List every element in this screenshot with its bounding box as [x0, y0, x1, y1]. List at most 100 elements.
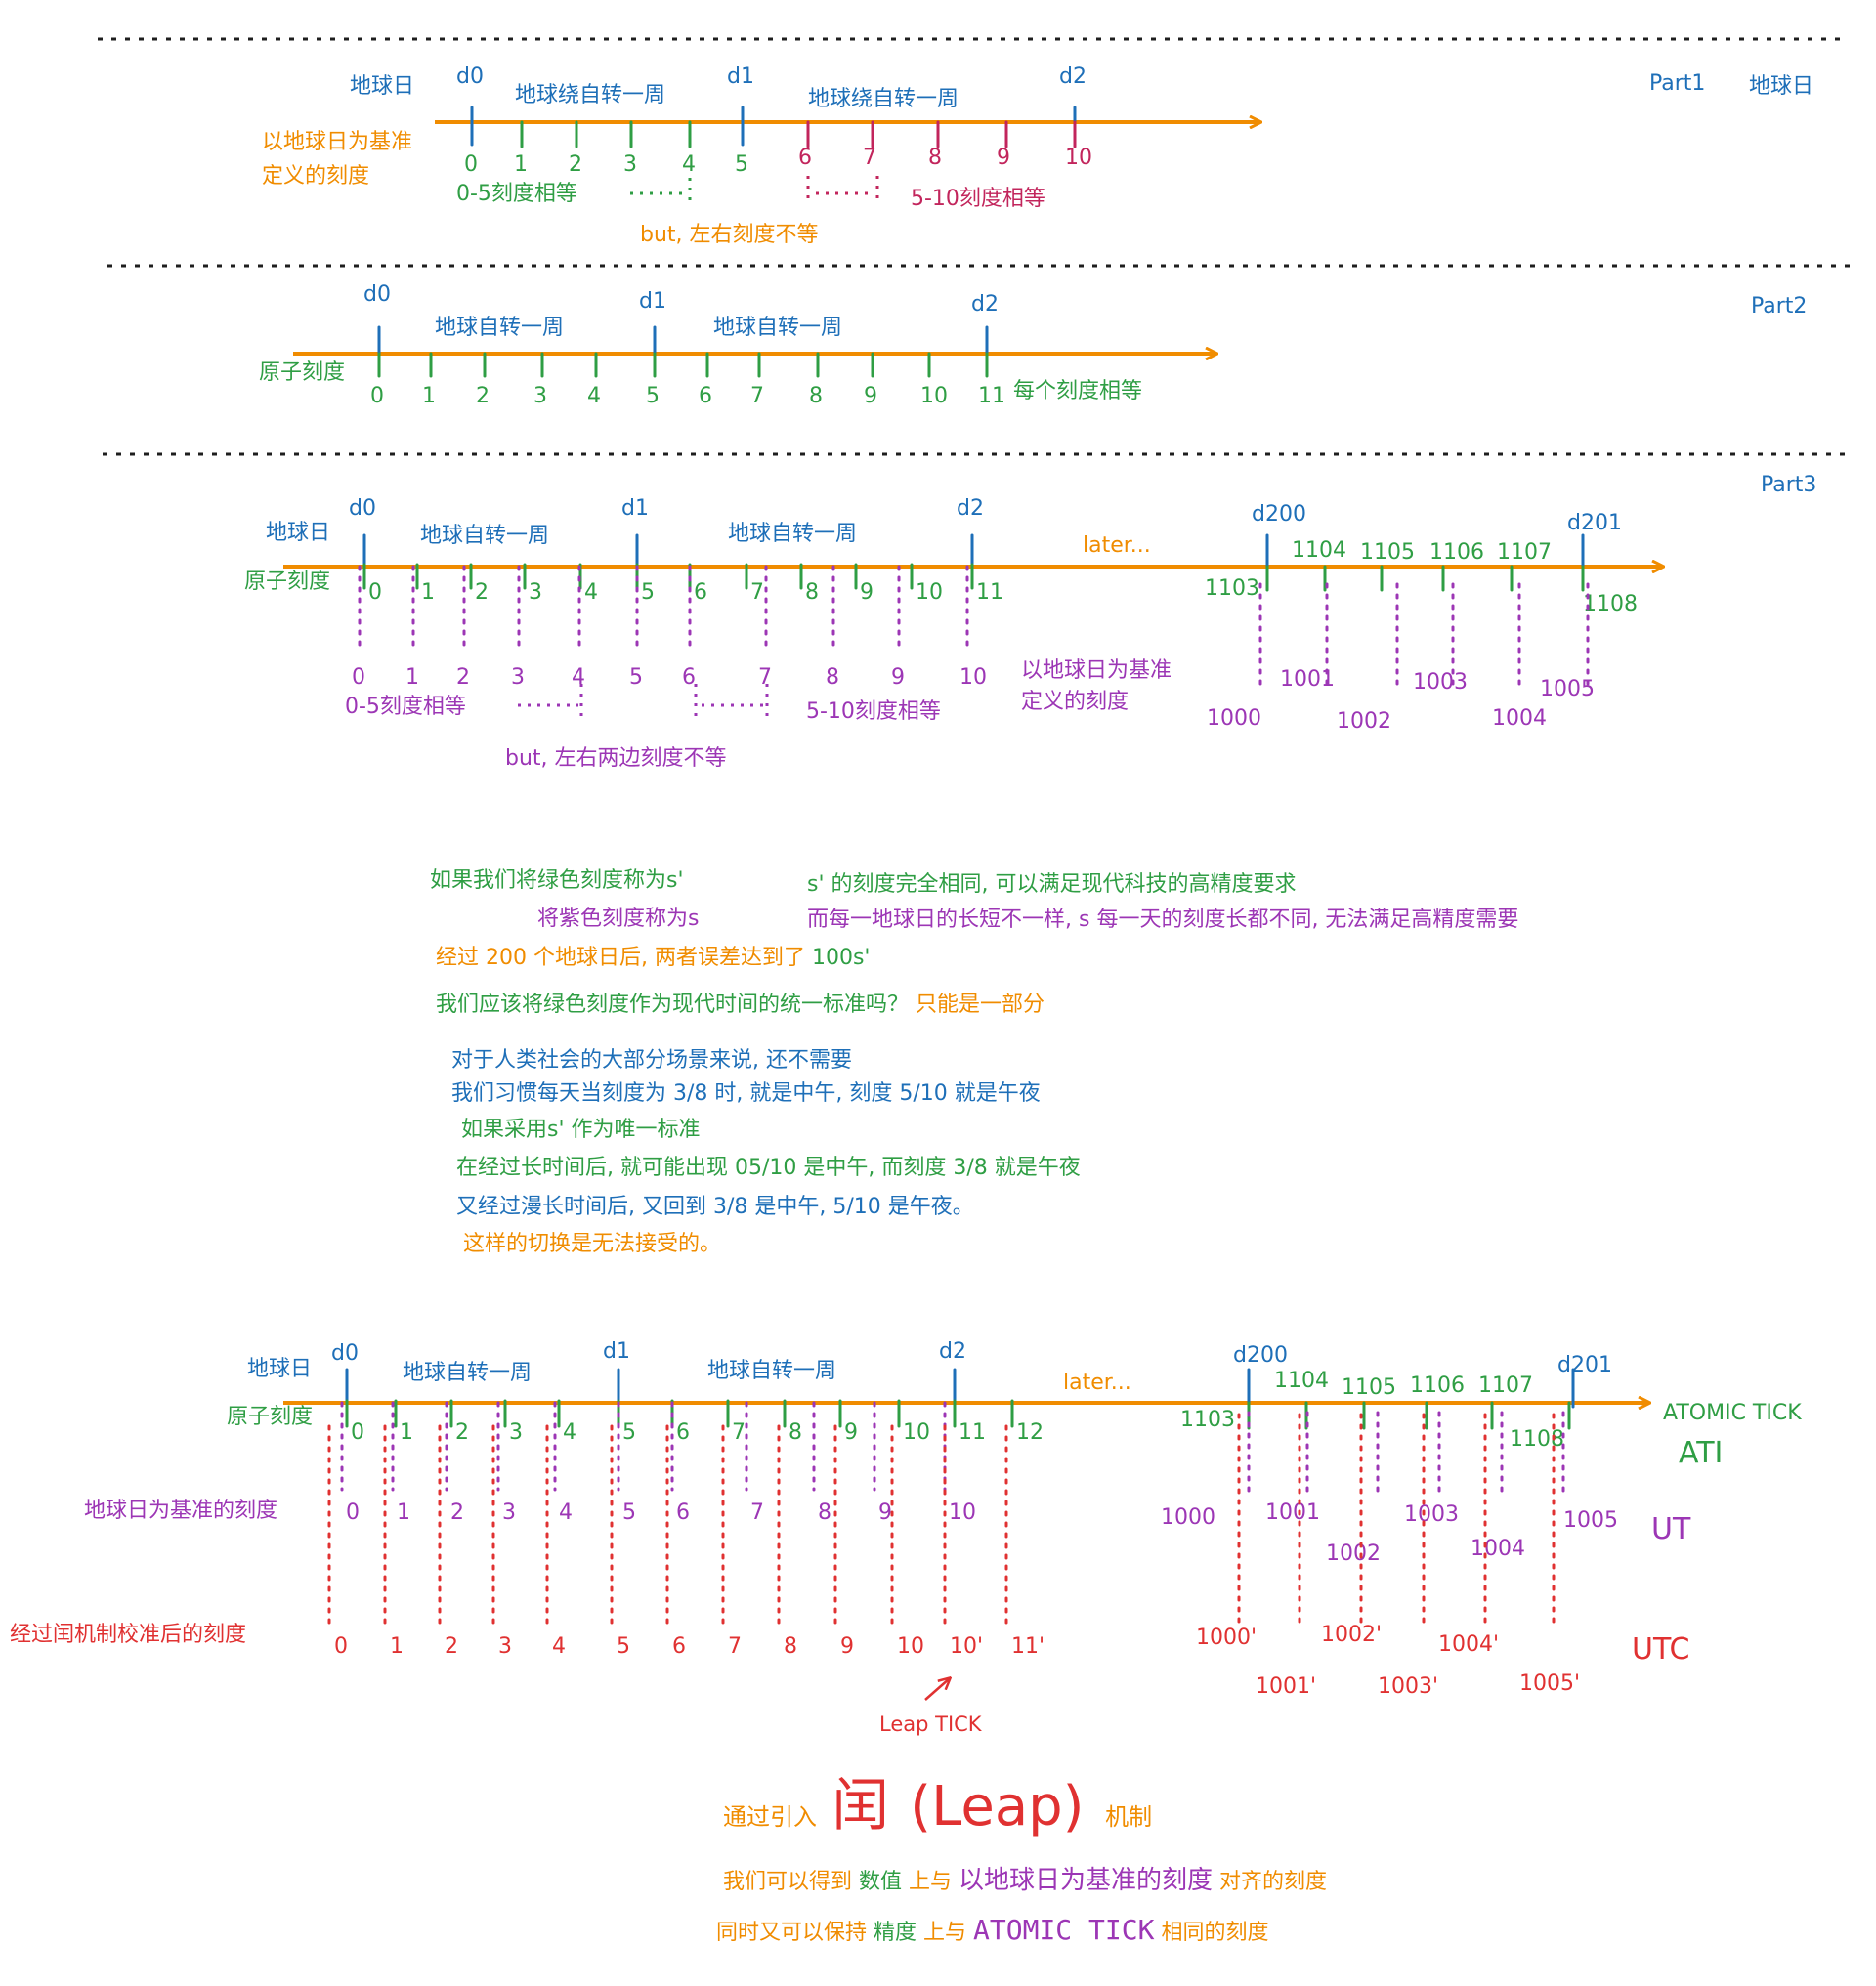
tick-label: 4 [572, 665, 585, 690]
part3-equal-0-5: 0-5刻度相等 [345, 695, 466, 719]
ati-label: ATI [1679, 1436, 1723, 1470]
note-body: 对于人类社会的大部分场景来说, 还不需要 [451, 1048, 852, 1073]
tick-label: 1108 [1510, 1427, 1564, 1452]
day-label: d1 [639, 289, 666, 314]
tick-label: 2 [476, 384, 490, 408]
tick-label: 1105 [1342, 1375, 1396, 1400]
tick-label: 5 [646, 384, 660, 408]
day-label: d200 [1252, 502, 1306, 527]
day-label: d0 [363, 282, 391, 307]
day-label: d0 [349, 496, 376, 521]
tick-label: 8 [826, 665, 839, 690]
tick-label: 8 [928, 146, 942, 170]
day-label: d1 [621, 496, 649, 521]
atomic-tick-label: ATOMIC TICK [1663, 1401, 1802, 1425]
part2-axis-label: 原子刻度 [259, 360, 345, 385]
tick-label: 1000' [1196, 1626, 1257, 1650]
tick-label: 1000 [1161, 1505, 1215, 1530]
tick-label: 1005' [1519, 1671, 1580, 1696]
tick-label: 3 [533, 384, 547, 408]
leap-tick-label: Leap TICK [879, 1712, 983, 1736]
tick-label: 1004 [1492, 706, 1547, 731]
tick-label: 2 [450, 1500, 464, 1525]
tick-label: 2 [456, 665, 470, 690]
tick-label: 1001 [1280, 667, 1335, 692]
tick-label: 1 [421, 580, 435, 605]
tick-label: 6 [699, 384, 712, 408]
tick-label: 1 [400, 1420, 413, 1445]
tick-label: 8 [789, 1420, 802, 1445]
tick-label: 8 [805, 580, 819, 605]
part1-rotation-label: 地球绕自转一周 [808, 87, 959, 111]
part2-rotation-label: 地球自转一周 [435, 316, 564, 340]
tick-label: 8 [784, 1634, 797, 1659]
tick-label: 3 [623, 152, 637, 177]
day-label: d0 [331, 1341, 359, 1366]
part3-base-label: 以地球日为基准 [1021, 658, 1172, 683]
tick-label: 1002 [1326, 1542, 1381, 1566]
part1-base-label: 定义的刻度 [262, 164, 369, 189]
utc-label: UTC [1632, 1632, 1689, 1667]
tick-label: 9 [878, 1500, 892, 1525]
part1-earth-day-right: 地球日 [1749, 74, 1813, 99]
tick-label: 7 [758, 665, 772, 690]
tick-label: 1002' [1321, 1623, 1382, 1647]
tick-label: 0 [464, 152, 478, 177]
tick-label: 1104 [1292, 538, 1346, 563]
part1-label: Part1 [1649, 71, 1705, 96]
part3-rotation-label: 地球自转一周 [728, 522, 857, 546]
part1-but-note: but, 左右刻度不等 [640, 223, 819, 247]
note-green-scale: 如果我们将绿色刻度称为s' [430, 868, 684, 893]
tick-label: 3 [529, 580, 542, 605]
tick-label: 11 [959, 1420, 986, 1445]
summary-line-1: 通过引入 闰 (Leap) 机制 [723, 1772, 1152, 1838]
tick-label: 1103 [1205, 576, 1259, 601]
tick-label: 9 [997, 146, 1010, 170]
tick-label: 9 [864, 384, 877, 408]
tick-label: 7 [732, 1420, 746, 1445]
tick-label: 12 [1016, 1420, 1044, 1445]
day-label: d0 [456, 64, 484, 89]
tick-label: 6 [672, 1634, 686, 1659]
tick-label: 5 [629, 665, 643, 690]
tick-label: 1 [422, 384, 436, 408]
tick-label: 0 [368, 580, 382, 605]
tick-label: 5 [622, 1500, 636, 1525]
tick-label: 8 [818, 1500, 831, 1525]
day-label: d200 [1233, 1343, 1288, 1368]
tick-label: 0 [346, 1500, 360, 1525]
part4-rotation-label: 地球自转一周 [403, 1361, 532, 1385]
part2-rotation-label: 地球自转一周 [713, 316, 842, 340]
part1-base-label: 以地球日为基准 [262, 130, 412, 154]
note-purple-scale: 将紫色刻度称为s [537, 907, 699, 931]
note-purple-precision: 而每一地球日的长短不一样, s 每一天的刻度长都不同, 无法满足高精度需要 [807, 908, 1518, 932]
tick-label: 1004 [1471, 1537, 1525, 1561]
note-body: 又经过漫长时间后, 又回到 3/8 是中午, 5/10 是午夜。 [456, 1195, 974, 1219]
day-label: d1 [603, 1339, 630, 1364]
tick-label: 1004' [1438, 1632, 1499, 1657]
tick-label: 7 [728, 1634, 742, 1659]
tick-label: 4 [682, 152, 696, 177]
leap-tick-arrow [924, 1678, 950, 1701]
tick-label: 10 [959, 665, 987, 690]
tick-label: 4 [559, 1500, 573, 1525]
note-green-precision: s' 的刻度完全相同, 可以满足现代科技的高精度要求 [807, 872, 1297, 897]
tick-label: 7 [750, 1500, 764, 1525]
tick-label: 11' [1011, 1634, 1045, 1659]
part1-equal-0-5: 0-5刻度相等 [456, 182, 577, 206]
tick-label: 3 [511, 665, 525, 690]
day-label: d2 [939, 1339, 966, 1364]
tick-label: 7 [863, 146, 876, 170]
tick-label: 2 [569, 152, 582, 177]
tick-label: 2 [475, 580, 489, 605]
tick-label: 0 [351, 1420, 364, 1445]
tick-label: 1005 [1540, 677, 1595, 701]
tick-label: 4 [584, 580, 598, 605]
tick-label: 9 [840, 1634, 854, 1659]
tick-label: 6 [798, 146, 812, 170]
tick-label: 1003 [1404, 1502, 1459, 1527]
